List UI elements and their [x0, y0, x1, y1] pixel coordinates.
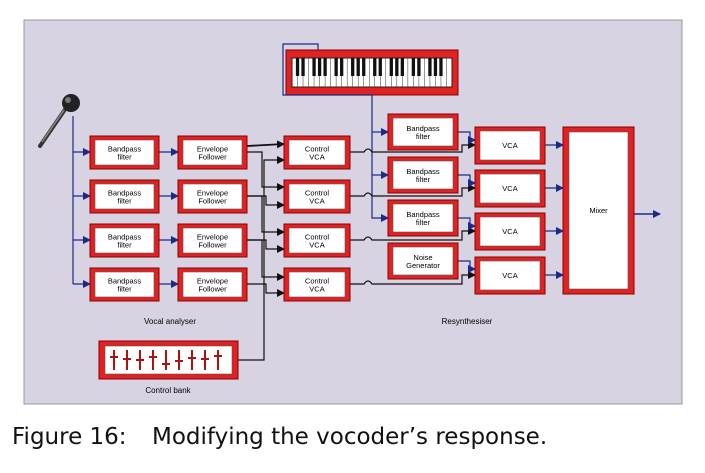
keyboard-icon — [285, 49, 459, 96]
svg-text:Mixer: Mixer — [589, 206, 608, 215]
resynth-vca: VCA — [474, 169, 546, 208]
svg-text:VCA: VCA — [502, 227, 517, 236]
control-bank-label: Control bank — [145, 386, 191, 395]
signal-wires — [72, 43, 661, 361]
mixer: Mixer — [562, 126, 635, 295]
microphone-icon — [38, 94, 80, 148]
fader-icon — [110, 350, 222, 370]
resynth-vca: VCA — [474, 126, 546, 165]
figure-caption: Figure 16: Modifying the vocoder’s respo… — [12, 424, 702, 464]
control-bank — [98, 340, 239, 380]
svg-text:VCA: VCA — [502, 184, 517, 193]
svg-text:VCA: VCA — [502, 271, 517, 280]
vocal-analyser-label: Vocal analyser — [144, 317, 196, 326]
resynth-vca: VCA — [474, 256, 546, 295]
resynthesiser-label: Resynthesiser — [442, 317, 493, 326]
svg-text:VCA: VCA — [502, 141, 517, 150]
figure-caption-text: Modifying the vocoder’s response. — [152, 424, 548, 450]
figure-number: Figure 16: — [12, 424, 127, 450]
resynth-vca: VCA — [474, 212, 546, 251]
